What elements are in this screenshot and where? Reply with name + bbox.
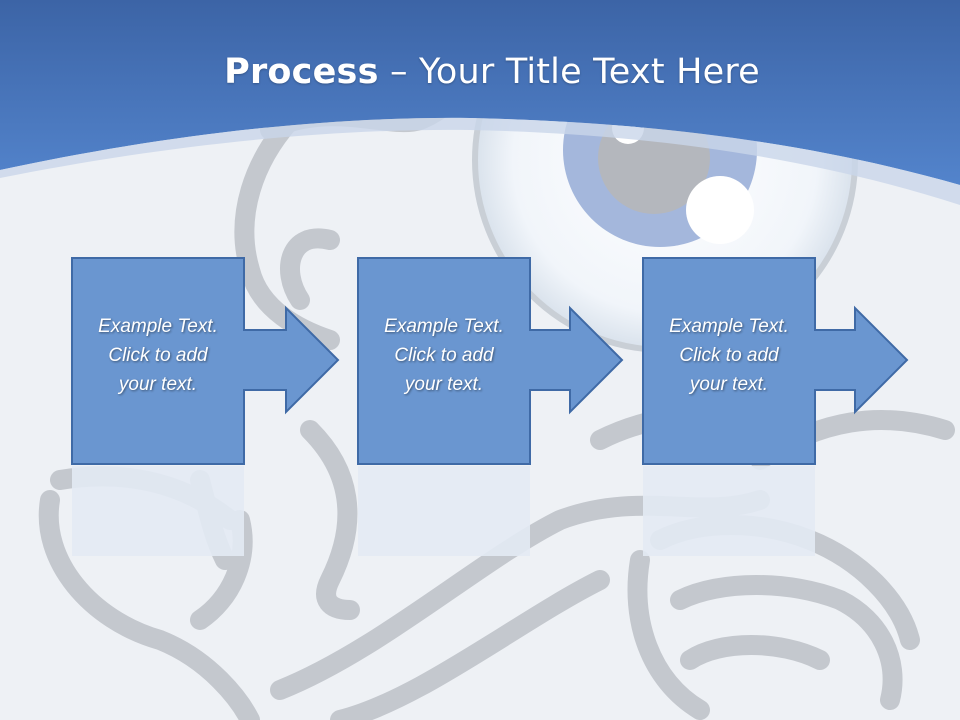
box-reflections (72, 466, 815, 556)
step-arrow-shape (71, 257, 340, 465)
step-line-2: Click to add (394, 345, 494, 366)
step-text[interactable]: Example Text. Click to add your text. (72, 312, 244, 399)
header-wave-highlight (0, 117, 960, 205)
step-line-1: Example Text. (384, 316, 504, 337)
step-line-3: your text. (689, 374, 769, 395)
step-arrow-shape (642, 257, 909, 465)
step-arrow-shape (357, 257, 624, 465)
step-line-1: Example Text. (669, 316, 789, 337)
process-step-2[interactable]: Example Text. Click to add your text. (357, 257, 624, 465)
process-step-3[interactable]: Example Text. Click to add your text. (642, 257, 909, 465)
step-text[interactable]: Example Text. Click to add your text. (643, 312, 815, 399)
step-line-1: Example Text. (98, 316, 218, 337)
step-line-3: your text. (118, 374, 198, 395)
title-rest: – Your Title Text Here (378, 52, 760, 92)
slide-title: Process – Your Title Text Here (0, 52, 960, 92)
step-text[interactable]: Example Text. Click to add your text. (358, 312, 530, 399)
title-bold: Process (224, 52, 379, 92)
header-band (0, 0, 960, 185)
step-line-2: Click to add (679, 345, 779, 366)
step-line-3: your text. (404, 374, 484, 395)
step-line-2: Click to add (108, 345, 208, 366)
process-step-1[interactable]: Example Text. Click to add your text. (71, 257, 340, 465)
